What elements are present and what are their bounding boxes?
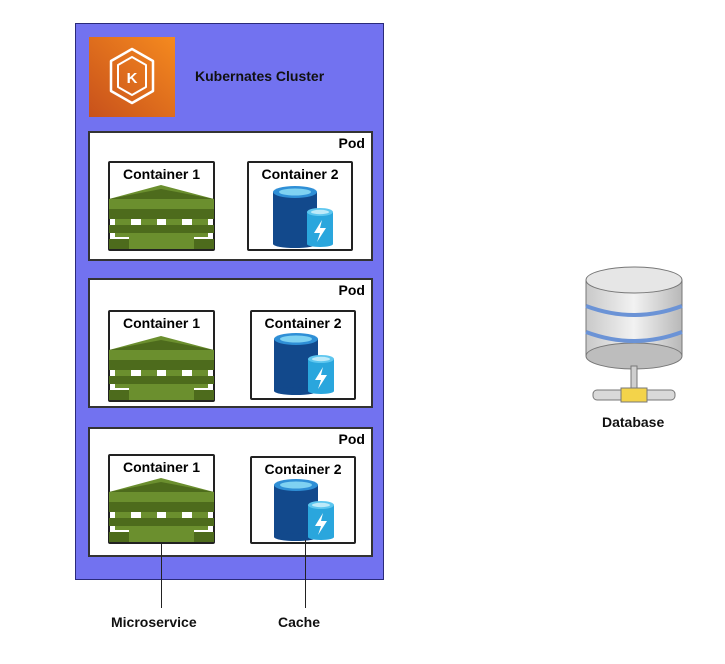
microservice-pointer-line [161,544,162,608]
container-label: Container 1 [122,166,200,182]
container-label: Container 2 [264,461,342,477]
microservice-icon [109,185,214,249]
cache-label: Cache [278,614,321,630]
microservice-icon [109,478,214,542]
container-label: Container 1 [122,459,200,475]
cache-icon [274,333,334,395]
microservice-label: Microservice [111,614,197,630]
cache-icon [273,186,333,248]
pod-label: Pod [338,135,365,151]
cache-icon [274,479,334,541]
pod-label: Pod [338,431,365,447]
cluster-title: Kubernates Cluster [195,68,325,84]
container-label: Container 2 [264,315,342,331]
cache-pointer-line [305,540,306,608]
kubernetes-icon: K [89,37,175,117]
container-label: Container 2 [261,166,339,182]
container-label: Container 1 [122,315,200,331]
database-label: Database [602,414,665,430]
pod-label: Pod [338,282,365,298]
kubernetes-logo-letter: K [127,70,138,87]
microservice-icon [109,336,214,400]
database-server-icon [585,266,683,403]
